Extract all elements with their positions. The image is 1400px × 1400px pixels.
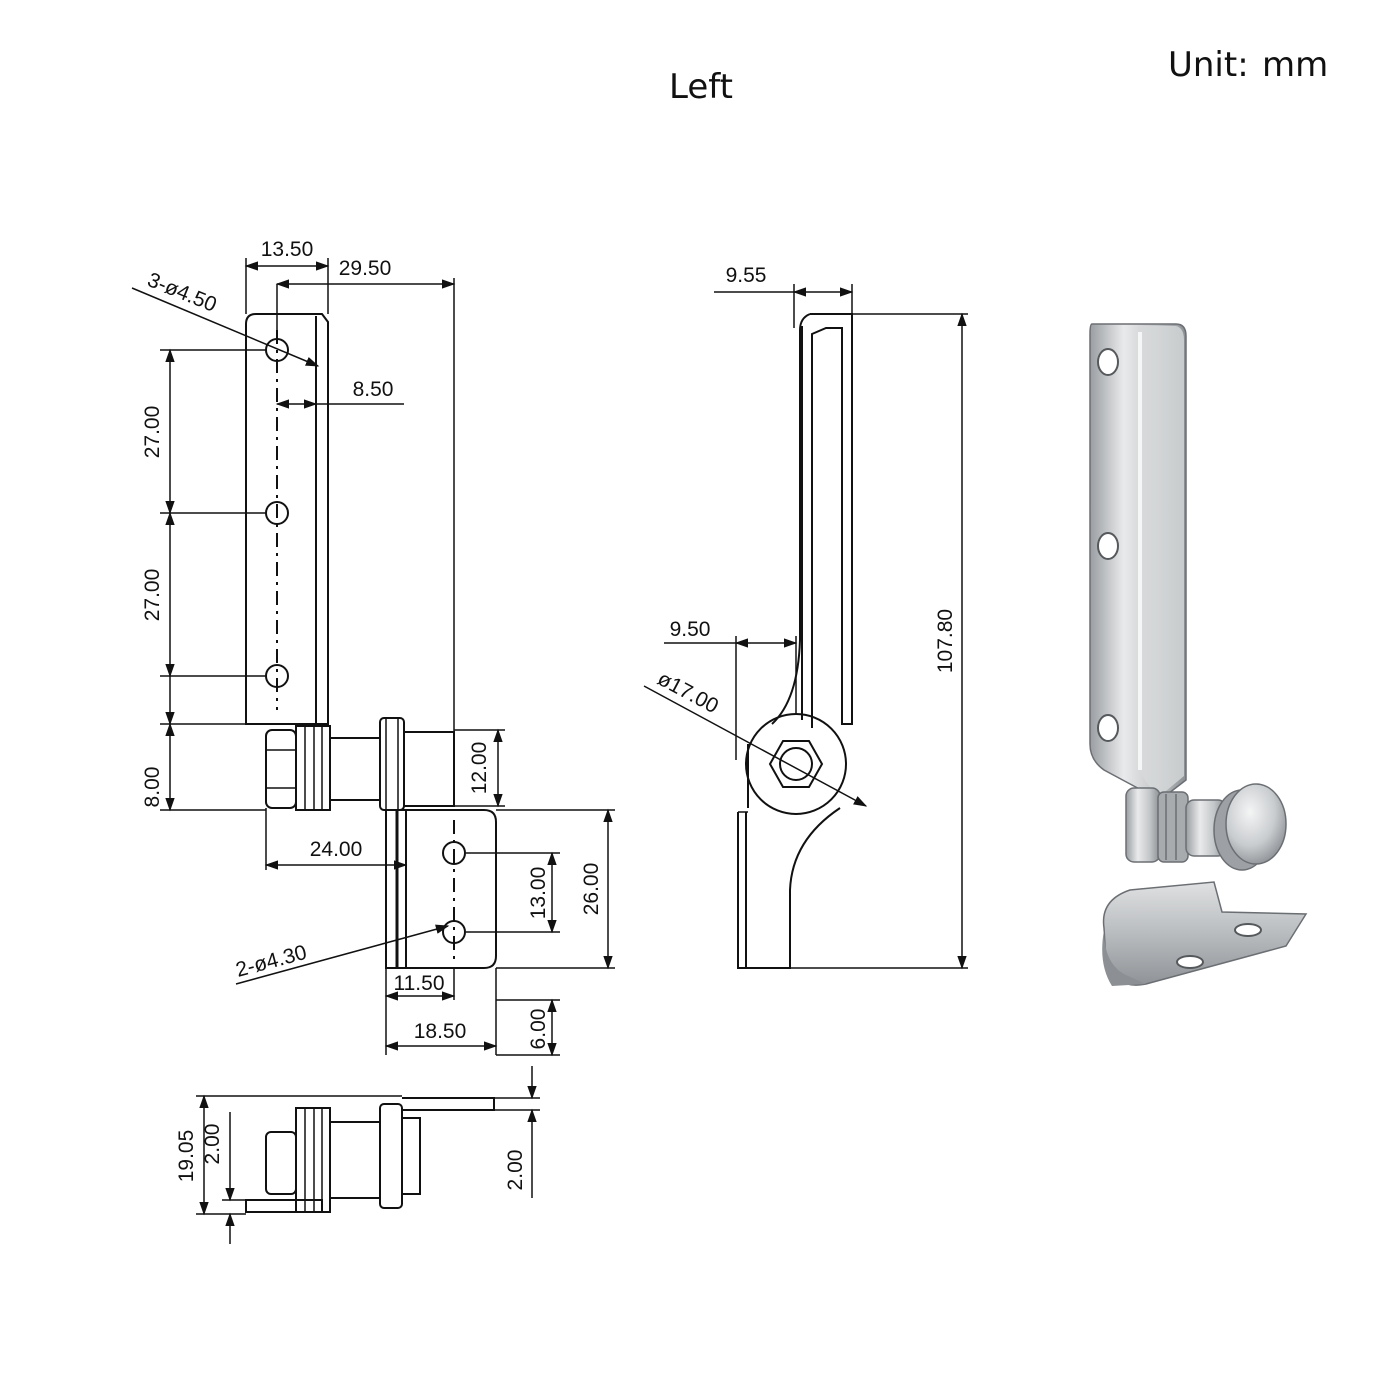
front-view: 13.50 29.50 3-ø4.50 8.50 27.00 27.00 8.0…	[131, 238, 615, 1057]
bottom-cap	[401, 1117, 421, 1195]
bottom-view: 19.05 2.00 2.00	[175, 1066, 540, 1244]
bottom-shaft	[329, 1121, 381, 1199]
dim-9-55: 9.55	[726, 264, 767, 287]
bottom-upper-plate	[245, 1199, 323, 1213]
shaft-hole	[779, 747, 813, 781]
dim-11-50: 11.50	[394, 972, 445, 995]
side-view: 9.55 9.50 ø17.00 107.80	[643, 264, 968, 970]
side-plate-outline	[810, 313, 853, 728]
pivot-shaft	[329, 737, 381, 801]
view-title: Left	[669, 67, 733, 107]
photo-hole-2	[1097, 532, 1119, 560]
lower-hole-top	[442, 841, 466, 865]
dim-24-00: 24.00	[310, 838, 363, 861]
dim-13-50: 13.50	[261, 238, 314, 261]
dim-19-05: 19.05	[175, 1130, 198, 1183]
dim-29-50: 29.50	[339, 257, 392, 280]
side-lower-foot	[737, 807, 841, 969]
hex-head	[768, 740, 824, 788]
lower-leaf-outline	[385, 809, 497, 969]
dim-holes-bottom: 2-ø4.30	[233, 941, 309, 982]
pivot-flange	[379, 717, 405, 811]
pivot-cap	[403, 731, 455, 807]
photo-hole-1	[1097, 348, 1119, 376]
dim-8-00: 8.00	[141, 767, 164, 808]
dim-2-00-right: 2.00	[504, 1150, 527, 1191]
photo-washer	[1157, 791, 1189, 863]
dim-8-50: 8.50	[353, 378, 394, 401]
bottom-hex-nut	[265, 1131, 297, 1195]
dim-12-00: 12.00	[468, 742, 491, 795]
photo-hex-nut	[1125, 787, 1161, 863]
bottom-flange	[379, 1103, 403, 1209]
dim-13-00: 13.00	[527, 867, 550, 920]
dim-overall-height: 107.80	[934, 609, 957, 673]
bottom-spring-washer	[295, 1107, 331, 1213]
dim-18-50: 18.50	[414, 1020, 467, 1043]
dim-9-50: 9.50	[670, 618, 711, 641]
dim-27-a: 27.00	[141, 406, 164, 459]
photo-hole-3	[1097, 714, 1119, 742]
side-leaf-curve	[771, 313, 811, 725]
dim-2-00-left: 2.00	[201, 1124, 224, 1165]
dim-6-00: 6.00	[527, 1009, 550, 1050]
spring-washer	[295, 725, 331, 811]
photo-foot-hole-2	[1234, 923, 1262, 937]
hinge-photo	[1089, 323, 1308, 986]
unit-value: mm	[1262, 45, 1328, 85]
pivot-circle	[745, 713, 847, 815]
dim-26-00: 26.00	[580, 863, 603, 916]
photo-cap	[1225, 783, 1287, 865]
dim-27-b: 27.00	[141, 569, 164, 622]
upper-leaf-outline	[245, 313, 329, 725]
photo-foot-plate	[1102, 881, 1308, 986]
photo-foot-hole-1	[1176, 955, 1204, 969]
bottom-lower-plate	[402, 1097, 495, 1111]
hex-nut	[265, 729, 297, 809]
unit-label: Unit:	[1168, 45, 1249, 85]
